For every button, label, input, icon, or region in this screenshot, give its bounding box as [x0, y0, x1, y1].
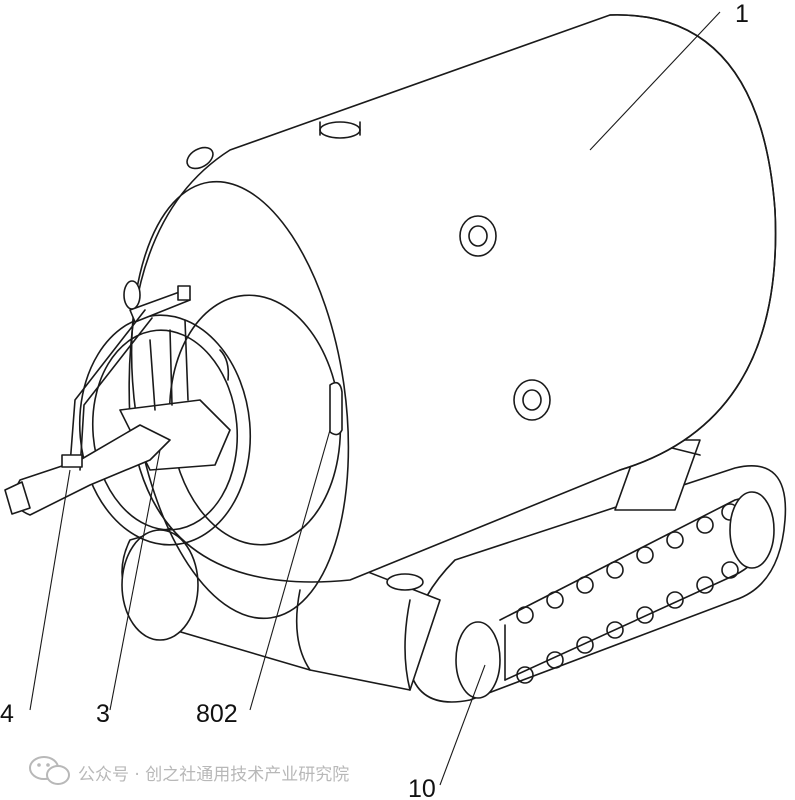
- label-nozzle-mount: 3: [96, 700, 110, 728]
- leader-lines: [29, 11, 721, 786]
- label-handle: 802: [196, 700, 238, 728]
- wechat-icon: [29, 756, 70, 785]
- label-track: 10: [408, 775, 436, 800]
- idler-wheel: [729, 491, 775, 569]
- tank-ports: [123, 121, 551, 591]
- handle: [329, 381, 343, 436]
- drive-wheel: [455, 621, 501, 699]
- axle-tube: [121, 519, 441, 691]
- front-hatch: [78, 294, 342, 546]
- label-tank: 1: [735, 0, 749, 28]
- watermark-text: 公众号 · 创之社通用技术产业研究院: [78, 765, 349, 785]
- label-nozzle-arm: 4: [0, 700, 14, 728]
- watermark: 公众号 · 创之社通用技术产业研究院: [29, 756, 349, 785]
- crawler-track: [408, 465, 787, 703]
- nozzle-arm: [4, 309, 171, 516]
